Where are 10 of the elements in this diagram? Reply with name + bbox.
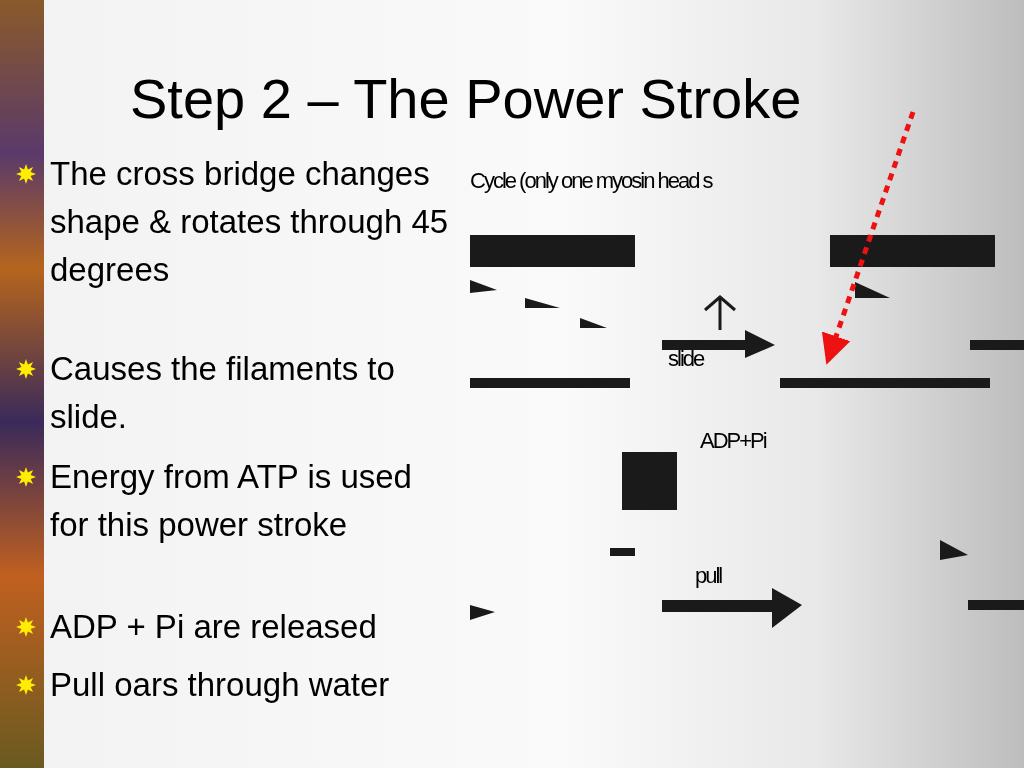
bullet-text: ADP + Pi are released: [50, 607, 378, 647]
figure-label: pull: [695, 563, 722, 589]
bullet-text: Pull oars through water: [50, 665, 391, 705]
bullet-text: Causes the filaments to slide.: [50, 349, 396, 437]
slide-title: Step 2 – The Power Stroke: [130, 66, 802, 131]
bullet-text: Energy from ATP is used for this power stroke: [50, 457, 413, 545]
figure-label: slide: [668, 346, 704, 372]
figure-label: ADP+Pi: [700, 428, 766, 454]
figure-caption: Cycle (only one myosin head s: [470, 168, 712, 194]
bullet-text: The cross bridge changes shape & rotates through 45 degrees: [50, 154, 450, 290]
